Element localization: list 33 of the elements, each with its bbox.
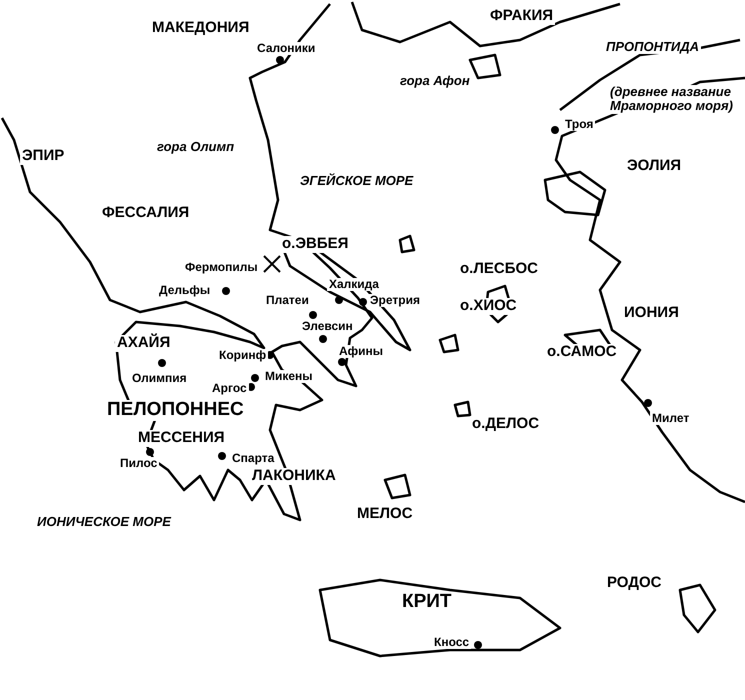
city-label: Эретрия	[368, 294, 422, 308]
city-label: Афины	[337, 345, 386, 358]
city-label: Платеи	[264, 294, 311, 308]
region-label: ЭПИР	[20, 148, 66, 164]
region-label: ФРАКИЯ	[488, 8, 556, 24]
sea-label: ЭГЕЙСКОЕ МОРЕ	[298, 174, 416, 188]
sea-label: ПРОПОНТИДА	[604, 40, 702, 54]
region-label: о.ЭВБЕЯ	[280, 236, 350, 252]
city-label: Элевсин	[300, 320, 355, 334]
city-label: Троя	[563, 118, 596, 132]
city-label: Салоники	[255, 42, 318, 56]
region-label: о.ХИОС	[458, 298, 519, 314]
region-label: РОДОС	[605, 575, 664, 592]
city-label: Спарта	[230, 452, 276, 466]
city-label: Олимпия	[130, 372, 189, 386]
sea-label: гора Афон	[398, 74, 472, 88]
city-label: Коринф	[217, 349, 268, 362]
region-label: МАКЕДОНИЯ	[150, 20, 252, 36]
city-label: Аргос	[210, 382, 249, 396]
region-label: ПЕЛОПОННЕС	[105, 400, 246, 421]
city-label: Микены	[263, 370, 315, 384]
city-label: Пилос	[118, 457, 160, 470]
city-label: Кносс	[432, 636, 472, 650]
region-label: ЛАКОНИКА	[250, 468, 338, 484]
sea-label: гора Олимп	[155, 140, 236, 154]
region-label: МЕССЕНИЯ	[136, 430, 227, 446]
region-label: о.ДЕЛОС	[470, 416, 542, 432]
city-label: Фермопилы	[183, 261, 260, 274]
sea-label: ИОНИЧЕСКОЕ МОРЕ	[35, 515, 173, 530]
region-label: АХАЙЯ	[115, 335, 172, 352]
city-label: Милет	[650, 412, 692, 426]
city-label: Халкида	[327, 278, 381, 292]
city-label: Дельфы	[157, 284, 212, 298]
